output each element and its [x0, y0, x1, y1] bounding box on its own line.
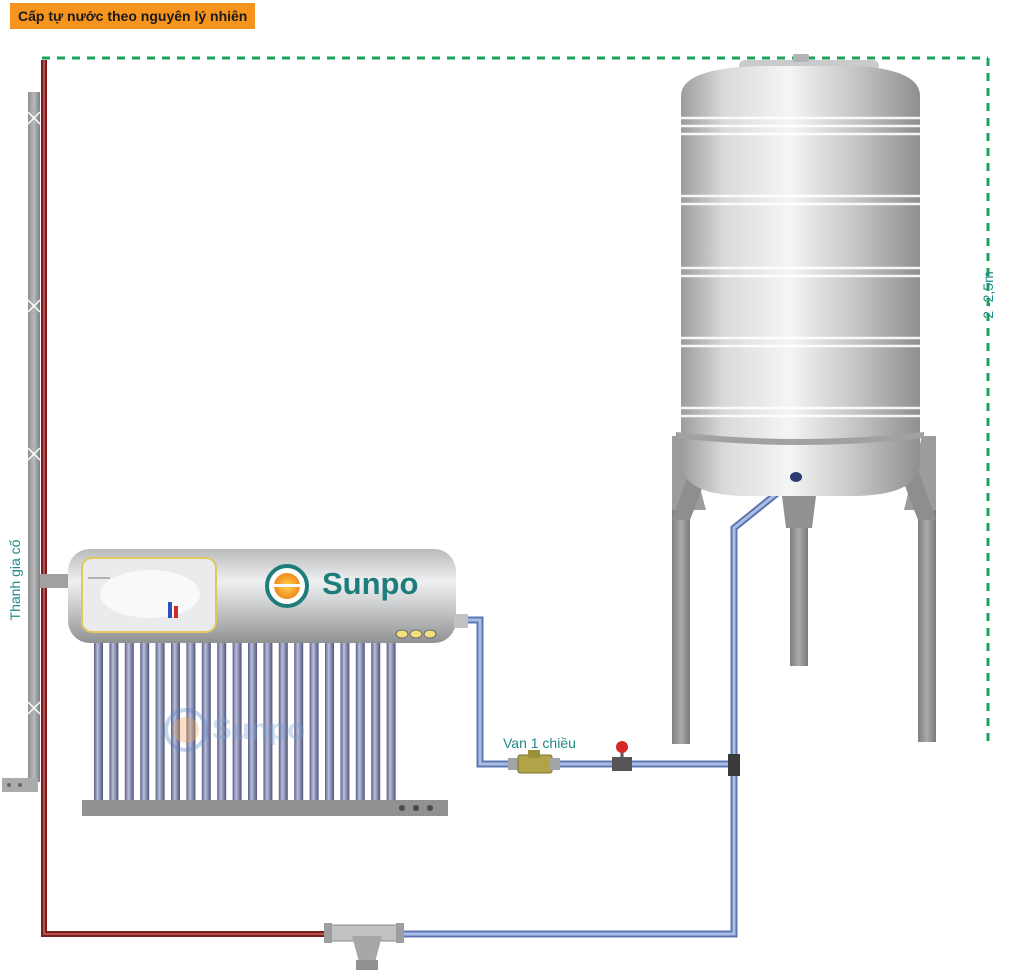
- sun-logo-icon: [265, 564, 309, 608]
- vacuum-tube: [171, 628, 180, 806]
- riser-junction: [728, 754, 740, 776]
- vacuum-tube: [294, 628, 304, 806]
- vacuum-tube: [309, 628, 319, 806]
- vacuum-tube: [263, 628, 273, 806]
- vacuum-tube: [94, 628, 103, 806]
- vacuum-tube: [386, 628, 396, 806]
- mounting-pole-label: Thanh gia cố: [7, 539, 23, 621]
- valve-handle-icon: [616, 741, 628, 753]
- check-valve: [508, 750, 560, 774]
- cold-water-pipe: [398, 475, 799, 938]
- brand-watermark: Sunpo: [212, 713, 306, 746]
- diagram-title: Cấp tự nước theo nguyên lý nhiên: [10, 3, 256, 29]
- vacuum-tube: [371, 628, 381, 806]
- mounting-pole: [2, 92, 41, 792]
- vacuum-tube: [325, 628, 334, 806]
- storage-tank: [676, 54, 924, 496]
- watermark-logo-icon: [164, 708, 208, 752]
- vacuum-tube: [201, 628, 211, 806]
- vacuum-tube: [248, 628, 257, 806]
- heater-tank: [40, 549, 468, 643]
- vacuum-tube: [140, 628, 150, 806]
- heater-base-frame: [82, 800, 448, 816]
- height-dashed-line: [42, 56, 990, 742]
- vacuum-tube: [124, 628, 134, 806]
- vacuum-tube: [109, 628, 119, 806]
- vacuum-tube: [155, 628, 165, 806]
- check-valve-label: Van 1 chiều: [503, 735, 576, 751]
- vacuum-tube: [186, 628, 196, 806]
- gate-valve: [612, 741, 632, 771]
- brand-name: Sunpo: [322, 566, 419, 601]
- vacuum-tube: [217, 628, 227, 806]
- height-label: 2 -2,5m: [980, 271, 996, 319]
- vacuum-tube: [278, 628, 288, 806]
- pipe-tee-fitting: [324, 923, 404, 970]
- vacuum-tube: [340, 628, 350, 806]
- vacuum-tube: [355, 628, 365, 806]
- vacuum-tube: [232, 628, 242, 806]
- thermometer-icon: [168, 602, 178, 618]
